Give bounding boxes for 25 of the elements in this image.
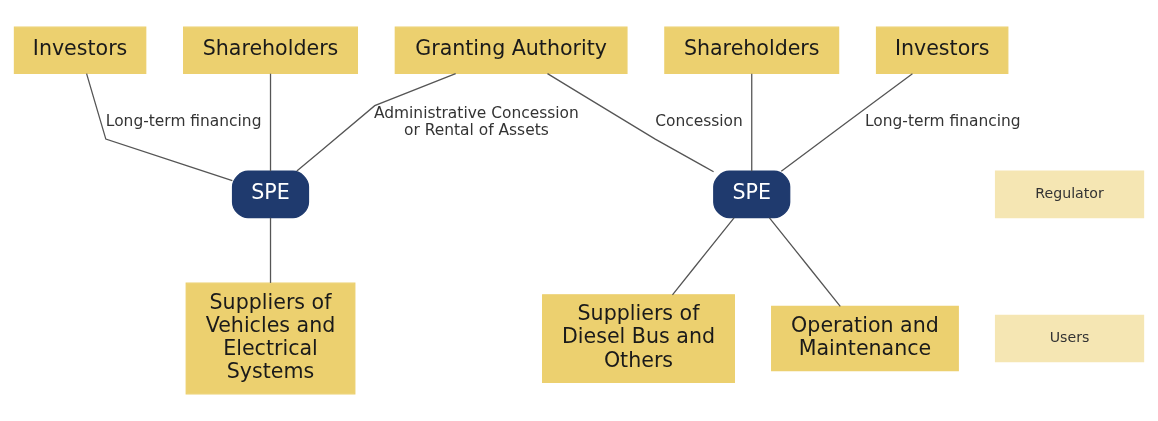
connector <box>546 73 715 173</box>
connector <box>671 217 735 296</box>
connector <box>269 217 272 284</box>
edge-label: Concession <box>655 112 743 131</box>
edge-label: Long-term financing <box>105 112 262 131</box>
connector <box>768 217 841 307</box>
node-box: SPE <box>231 170 310 219</box>
node-box: Users <box>994 314 1145 363</box>
connector <box>780 73 914 172</box>
node-box: Granting Authority <box>394 26 628 75</box>
node-box: Suppliers of Diesel Bus and Others <box>542 294 735 383</box>
node-box: Shareholders <box>664 26 840 75</box>
connector <box>296 72 457 172</box>
edge-label: Administrative Concession or Rental of Assets <box>373 103 579 139</box>
node-box: SPE <box>713 170 791 219</box>
node-box: Suppliers of Vehicles and Electrical Systems <box>185 282 356 395</box>
connector <box>751 73 753 172</box>
node-box: Regulator <box>994 170 1145 219</box>
node-box: Investors <box>13 26 147 75</box>
node-box: Investors <box>875 26 1009 75</box>
edge-label: Long-term financing <box>865 112 1021 131</box>
node-box: Operation and Maintenance <box>771 305 959 372</box>
connector <box>85 73 233 182</box>
node-box: Shareholders <box>183 26 358 75</box>
connector <box>269 73 272 172</box>
